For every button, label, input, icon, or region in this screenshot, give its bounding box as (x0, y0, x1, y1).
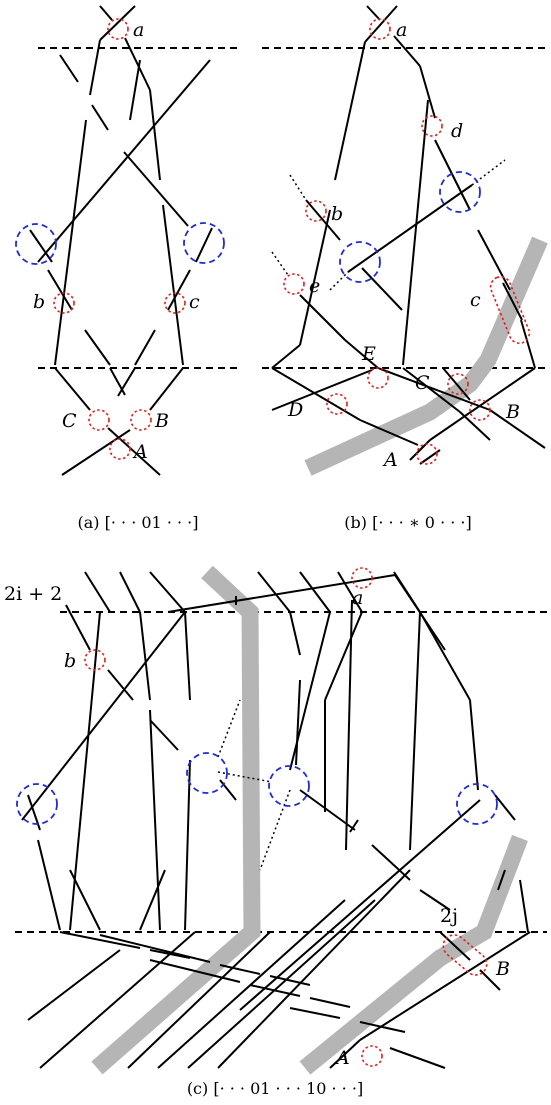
crossing-marker-a (351, 567, 373, 589)
panel-c-crossing-markers (84, 567, 488, 1067)
panel-a-crossing-markers (53, 18, 186, 460)
region-marker-center-left (186, 752, 228, 794)
region-marker-left (15, 223, 57, 265)
label-B: B (154, 410, 169, 432)
crossing-marker-b (305, 200, 327, 222)
region-marker-right (183, 222, 225, 264)
panel-c-caption: (c) [· · · 01 · · · 10 · · ·] (187, 1079, 363, 1098)
region-marker-upper-right (439, 171, 481, 213)
crossing-marker-C (88, 409, 110, 431)
crossing-marker-B (130, 409, 152, 431)
region-marker-right (456, 783, 498, 825)
label-c: c (189, 291, 200, 313)
label-a: a (133, 19, 144, 41)
crossing-marker-c (164, 292, 186, 314)
crossing-marker-B (469, 399, 491, 421)
panel-c-gray-band-1 (91, 565, 261, 1075)
region-marker-center (339, 241, 381, 283)
crossing-marker-a (369, 18, 391, 40)
panel-c-strands (21, 571, 531, 1069)
crossing-marker-C (447, 373, 469, 395)
panel-c: a b 2i + 2 2j B A (c) [· · · 01 · · · 10… (4, 565, 547, 1098)
label-b: b (64, 650, 76, 672)
panel-a-strands (29, 5, 213, 476)
crossing-marker-c (489, 276, 531, 344)
panel-a-region-markers (15, 222, 225, 265)
panel-b-region-markers (339, 171, 481, 283)
label-level-bottom: 2j (440, 905, 458, 927)
panel-b: a d b e c E D C B A (b) [· · · ∗ 0 · · ·… (262, 5, 548, 532)
label-C: C (62, 410, 77, 432)
crossing-marker-b (84, 649, 106, 671)
crossing-marker-E (367, 367, 389, 389)
panel-c-gray-band-2 (299, 834, 528, 1075)
crossing-marker-a (107, 18, 129, 40)
label-a: a (396, 19, 407, 41)
label-A: A (382, 449, 398, 471)
region-marker-left (16, 783, 58, 825)
crossing-marker-e (283, 273, 305, 295)
crossing-marker-D (326, 393, 348, 415)
crossing-marker-A (109, 438, 131, 460)
label-A: A (132, 441, 148, 463)
crossing-marker-A (361, 1045, 383, 1067)
label-E: E (361, 343, 376, 365)
label-B: B (495, 958, 510, 980)
label-b: b (331, 203, 343, 225)
label-B: B (505, 401, 520, 423)
panel-b-caption: (b) [· · · ∗ 0 · · ·] (344, 513, 471, 532)
panel-b-strands (271, 5, 546, 465)
label-d: d (451, 120, 463, 142)
region-marker-center-right (268, 765, 310, 807)
label-e: e (309, 275, 320, 297)
label-b: b (33, 291, 45, 313)
label-A: A (334, 1047, 350, 1069)
crossing-marker-d (421, 115, 443, 137)
label-C: C (415, 372, 430, 394)
panel-a: a b c C B A (a) [· · · 01 · · ·] (15, 5, 238, 532)
crossing-marker-A (416, 443, 438, 465)
label-a: a (352, 587, 363, 609)
crossing-marker-b (53, 292, 75, 314)
label-D: D (287, 399, 303, 421)
panel-a-caption: (a) [· · · 01 · · ·] (78, 513, 199, 532)
crossing-marker-B (442, 934, 488, 976)
panel-c-region-markers (16, 752, 498, 825)
panel-b-gray-band (304, 236, 548, 476)
panel-b-crossing-markers (283, 18, 531, 465)
label-level-top: 2i + 2 (4, 583, 62, 605)
label-c: c (470, 289, 481, 311)
